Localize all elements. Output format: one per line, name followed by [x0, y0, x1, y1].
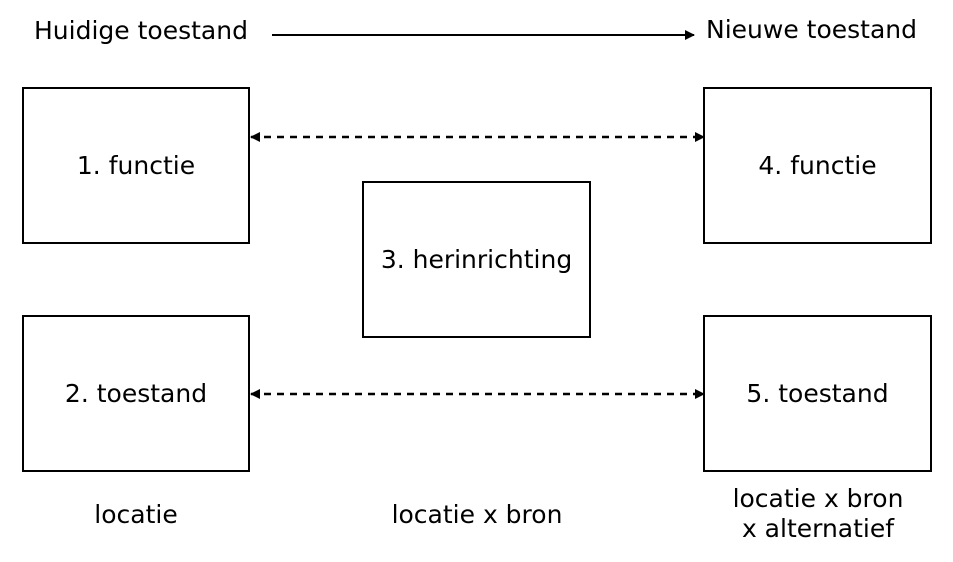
box-2-label: 2. toestand: [64, 379, 208, 408]
box-1-label: 1. functie: [76, 151, 196, 180]
box-2-toestand: 2. toestand: [22, 315, 250, 472]
current-state-label: Huidige toestand: [34, 16, 248, 45]
box-4-functie: 4. functie: [703, 87, 932, 244]
footer-left-text: locatie: [94, 500, 178, 529]
footer-left-caption: locatie: [22, 500, 250, 530]
footer-middle-text: locatie x bron: [391, 500, 563, 529]
box-1-functie: 1. functie: [22, 87, 250, 244]
footer-right-line1: locatie x bron: [732, 484, 904, 513]
box-5-toestand: 5. toestand: [703, 315, 932, 472]
footer-right-caption: locatie x bron x alternatief: [693, 484, 943, 544]
footer-right-line2: x alternatief: [741, 514, 895, 543]
box-3-label: 3. herinrichting: [380, 245, 573, 274]
box-3-herinrichting: 3. herinrichting: [362, 181, 591, 338]
new-state-label: Nieuwe toestand: [706, 15, 917, 44]
footer-middle-caption: locatie x bron: [332, 500, 622, 530]
box-4-label: 4. functie: [758, 151, 877, 180]
box-5-label: 5. toestand: [746, 379, 889, 408]
